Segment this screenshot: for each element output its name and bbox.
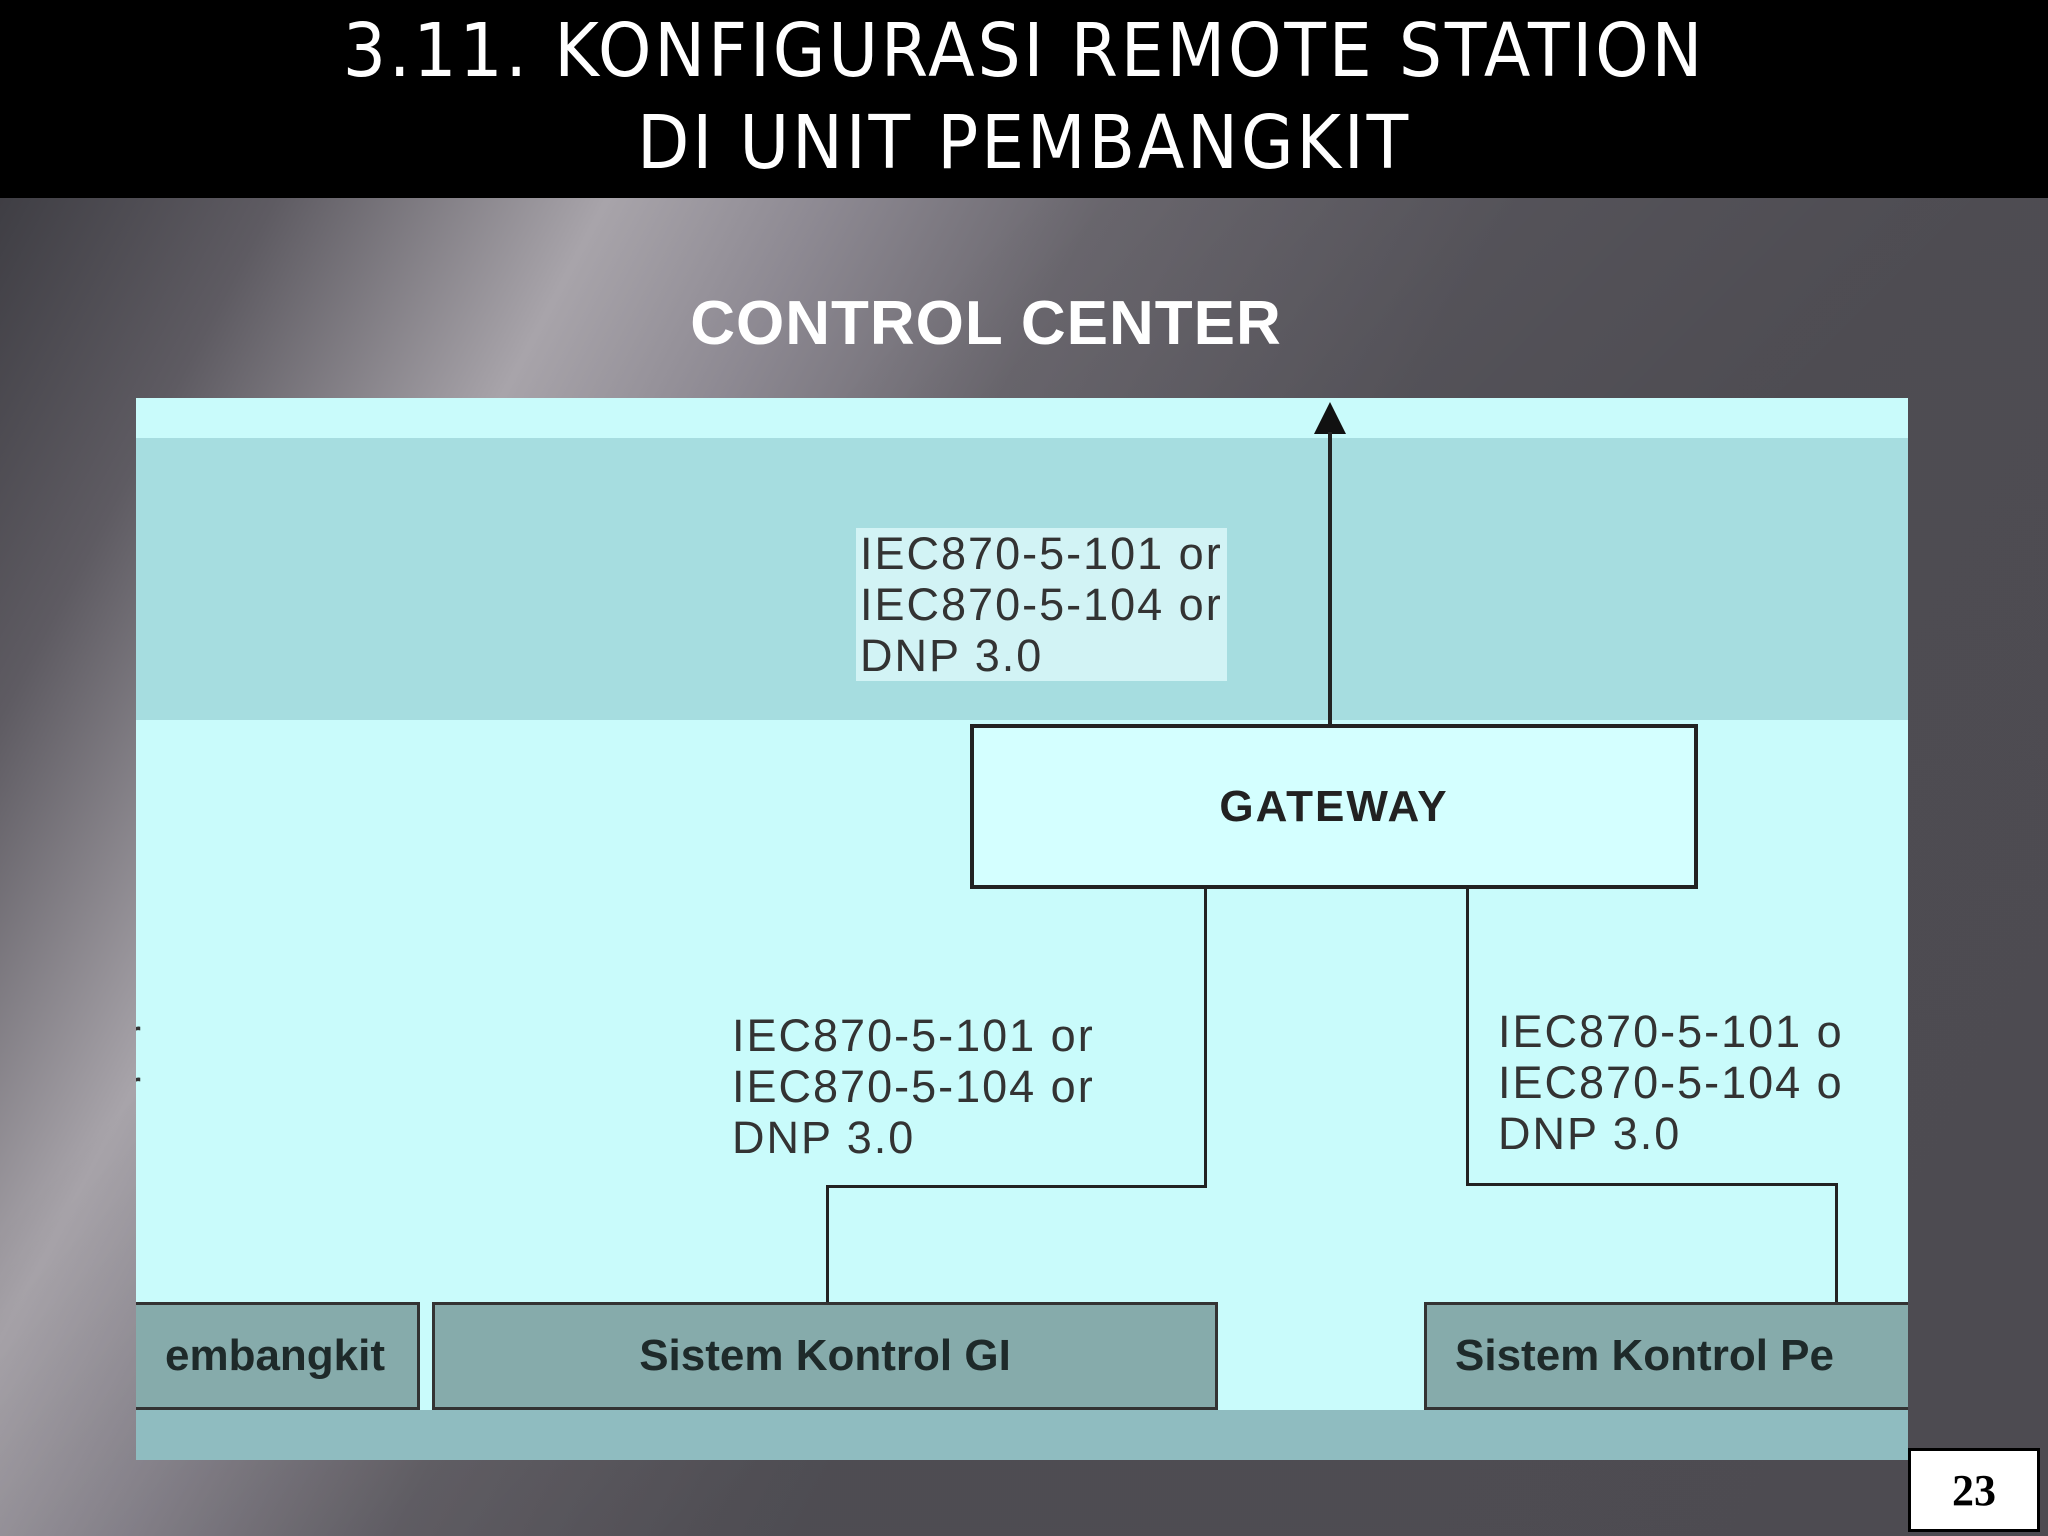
page-number: 23 [1908,1448,2040,1532]
diagram-bottom-strip [136,1410,1908,1460]
system-box-kontrol-pembangkit: Sistem Kontrol Pe [1424,1302,1908,1410]
link-line-left-vertical [1204,885,1207,1185]
protocol-line: DNP 3.0 [732,1112,916,1163]
protocol-line: DNP 3.0 [860,630,1044,681]
gateway-label: GATEWAY [1219,781,1449,831]
network-diagram: IEC870-5-101 or IEC870-5-104 or DNP 3.0 … [136,398,1908,1460]
link-line-right-vertical [1466,885,1469,1185]
link-line-right-drop [1835,1183,1838,1302]
protocol-label-top: IEC870-5-101 or IEC870-5-104 or DNP 3.0 [856,528,1227,681]
protocol-line: IEC870-5-101 or [860,528,1223,579]
protocol-line: r [136,1061,141,1112]
protocol-line: IEC870-5-104 or [732,1061,1095,1112]
protocol-line: IEC870-5-101 o [1498,1006,1844,1057]
protocol-line: IEC870-5-104 o [1498,1057,1844,1108]
protocol-label-edge-fragment: r r [136,1010,141,1112]
link-line-left-drop [826,1185,829,1302]
protocol-label-right: IEC870-5-101 o IEC870-5-104 o DNP 3.0 [1498,1006,1844,1159]
link-line-right-horizontal [1466,1183,1838,1186]
title-bar: 3.11. KONFIGURASI REMOTE STATION DI UNIT… [0,0,2048,198]
link-line-left-horizontal [826,1185,1207,1188]
protocol-line: IEC870-5-101 or [732,1010,1095,1061]
protocol-label-left: IEC870-5-101 or IEC870-5-104 or DNP 3.0 [732,1010,1095,1163]
system-box-pembangkit: embangkit [136,1302,420,1410]
slide-title-line-2: DI UNIT PEMBANGKIT [637,100,1411,186]
uplink-line [1328,432,1332,724]
control-center-label: CONTROL CENTER [690,289,1282,358]
slide-title-line-1: 3.11. KONFIGURASI REMOTE STATION [342,8,1706,94]
protocol-line: r [136,1010,141,1061]
system-box-kontrol-gi: Sistem Kontrol GI [432,1302,1218,1410]
up-arrow-icon [1314,402,1346,434]
protocol-line: DNP 3.0 [1498,1108,1682,1159]
protocol-line: IEC870-5-104 or [860,579,1223,630]
gateway-box: GATEWAY [970,724,1698,889]
